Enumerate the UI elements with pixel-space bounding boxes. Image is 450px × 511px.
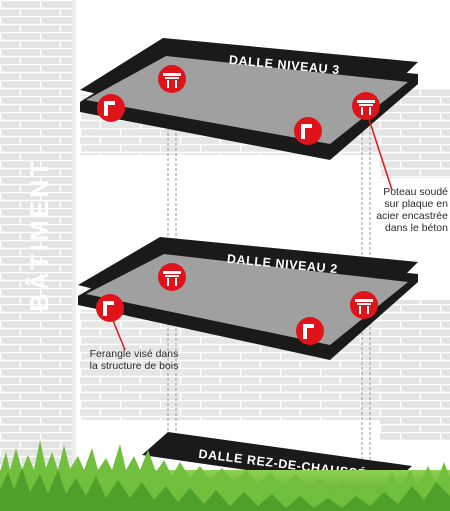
angle-bracket-icon (97, 94, 125, 122)
building-label: BÂTIMENT (24, 158, 54, 311)
post-plate-icon (352, 92, 380, 120)
post-plate-icon (158, 263, 186, 291)
post-lines (167, 88, 371, 480)
callout-leader-ferangle (111, 317, 126, 351)
angle-bracket-icon (96, 294, 124, 322)
callout-ferangle: Ferangle visé dans la structure de bois (89, 348, 179, 372)
post-plate-icon (350, 291, 378, 319)
post-plate-icon (158, 65, 186, 93)
callout-poteau: Poteau soudé sur plaque en acier encastr… (376, 186, 448, 234)
angle-bracket-icon (294, 117, 322, 145)
grass (0, 440, 450, 511)
building-wall (0, 0, 75, 470)
angle-bracket-icon (296, 317, 324, 345)
callout-leader-poteau (367, 115, 393, 191)
